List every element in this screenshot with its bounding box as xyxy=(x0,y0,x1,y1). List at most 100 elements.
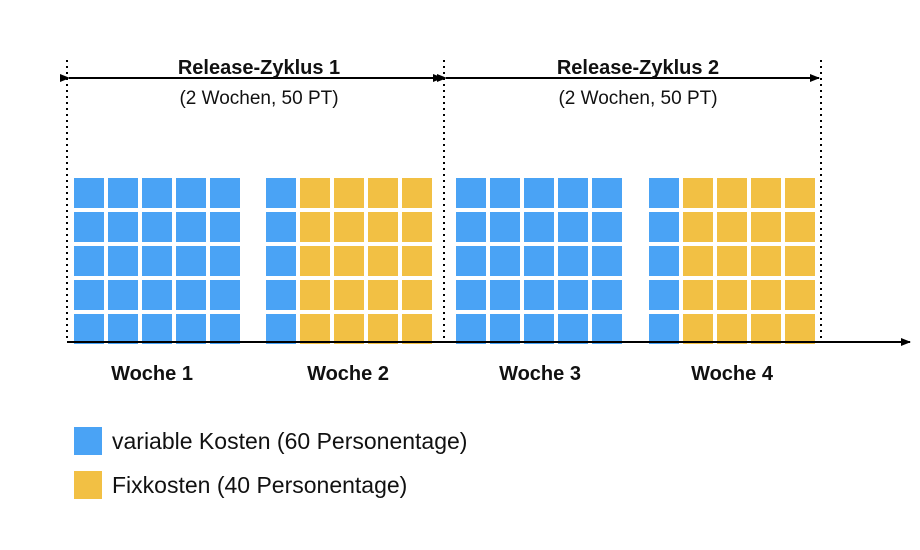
fixed-cost-cell xyxy=(402,212,432,242)
fixed-cost-cell xyxy=(402,314,432,344)
variable-cost-cell xyxy=(176,280,206,310)
fixed-cost-cell xyxy=(368,178,398,208)
variable-cost-cell xyxy=(74,212,104,242)
variable-cost-cell xyxy=(490,280,520,310)
variable-cost-cell xyxy=(592,314,622,344)
variable-cost-cell xyxy=(74,314,104,344)
variable-cost-cell xyxy=(266,280,296,310)
cycle-1-title: Release-Zyklus 1 xyxy=(178,57,340,79)
fixed-cost-cell xyxy=(368,246,398,276)
variable-cost-cell xyxy=(210,212,240,242)
legend-label-variable: variable Kosten (60 Personentage) xyxy=(112,428,467,454)
week-grids xyxy=(74,178,815,344)
variable-cost-cell xyxy=(108,246,138,276)
variable-cost-cell xyxy=(210,246,240,276)
fixed-cost-cell xyxy=(334,280,364,310)
week-1-label: Woche 1 xyxy=(111,363,193,385)
variable-cost-cell xyxy=(649,178,679,208)
fixed-cost-cell xyxy=(785,280,815,310)
variable-cost-cell xyxy=(649,280,679,310)
variable-cost-cell xyxy=(592,212,622,242)
variable-cost-cell xyxy=(210,280,240,310)
fixed-cost-cell xyxy=(402,246,432,276)
fixed-cost-cell xyxy=(300,246,330,276)
variable-cost-cell xyxy=(558,314,588,344)
variable-cost-cell xyxy=(74,178,104,208)
fixed-cost-cell xyxy=(368,212,398,242)
variable-cost-cell xyxy=(456,280,486,310)
fixed-cost-cell xyxy=(683,212,713,242)
variable-cost-cell xyxy=(592,280,622,310)
variable-cost-cell xyxy=(142,246,172,276)
legend-swatch-variable xyxy=(74,427,102,455)
fixed-cost-cell xyxy=(300,178,330,208)
variable-cost-cell xyxy=(649,314,679,344)
variable-cost-cell xyxy=(592,178,622,208)
variable-cost-cell xyxy=(266,212,296,242)
variable-cost-cell xyxy=(142,212,172,242)
variable-cost-cell xyxy=(490,178,520,208)
fixed-cost-cell xyxy=(751,246,781,276)
fixed-cost-cell xyxy=(751,212,781,242)
cycle-2-subtitle: (2 Wochen, 50 PT) xyxy=(558,88,717,109)
variable-cost-cell xyxy=(456,212,486,242)
fixed-cost-cell xyxy=(368,280,398,310)
variable-cost-cell xyxy=(176,246,206,276)
fixed-cost-cell xyxy=(334,212,364,242)
variable-cost-cell xyxy=(210,314,240,344)
fixed-cost-cell xyxy=(717,246,747,276)
week-3-label: Woche 3 xyxy=(499,363,581,385)
fixed-cost-cell xyxy=(751,280,781,310)
variable-cost-cell xyxy=(108,280,138,310)
fixed-cost-cell xyxy=(683,280,713,310)
fixed-cost-cell xyxy=(334,178,364,208)
legend-label-fixed: Fixkosten (40 Personentage) xyxy=(112,472,407,498)
variable-cost-cell xyxy=(108,212,138,242)
variable-cost-cell xyxy=(592,246,622,276)
fixed-cost-cell xyxy=(785,178,815,208)
cycle-1-subtitle: (2 Wochen, 50 PT) xyxy=(179,88,338,109)
variable-cost-cell xyxy=(456,178,486,208)
fixed-cost-cell xyxy=(683,314,713,344)
fixed-cost-cell xyxy=(300,280,330,310)
fixed-cost-cell xyxy=(717,314,747,344)
fixed-cost-cell xyxy=(785,212,815,242)
fixed-cost-cell xyxy=(717,280,747,310)
legend-swatch-fixed xyxy=(74,471,102,499)
fixed-cost-cell xyxy=(300,314,330,344)
variable-cost-cell xyxy=(456,314,486,344)
fixed-cost-cell xyxy=(683,246,713,276)
variable-cost-cell xyxy=(558,178,588,208)
variable-cost-cell xyxy=(142,314,172,344)
variable-cost-cell xyxy=(456,246,486,276)
variable-cost-cell xyxy=(649,246,679,276)
fixed-cost-cell xyxy=(300,212,330,242)
variable-cost-cell xyxy=(524,314,554,344)
fixed-cost-cell xyxy=(368,314,398,344)
week-2-label: Woche 2 xyxy=(307,363,389,385)
variable-cost-cell xyxy=(108,178,138,208)
cycle-2-title: Release-Zyklus 2 xyxy=(557,57,719,79)
variable-cost-cell xyxy=(524,280,554,310)
variable-cost-cell xyxy=(266,314,296,344)
variable-cost-cell xyxy=(266,178,296,208)
variable-cost-cell xyxy=(490,246,520,276)
variable-cost-cell xyxy=(142,178,172,208)
variable-cost-cell xyxy=(266,246,296,276)
fixed-cost-cell xyxy=(785,314,815,344)
week-4-label: Woche 4 xyxy=(691,363,774,385)
variable-cost-cell xyxy=(210,178,240,208)
variable-cost-cell xyxy=(524,178,554,208)
variable-cost-cell xyxy=(74,280,104,310)
fixed-cost-cell xyxy=(402,280,432,310)
variable-cost-cell xyxy=(558,246,588,276)
fixed-cost-cell xyxy=(334,314,364,344)
variable-cost-cell xyxy=(490,212,520,242)
variable-cost-cell xyxy=(176,314,206,344)
variable-cost-cell xyxy=(176,178,206,208)
fixed-cost-cell xyxy=(751,178,781,208)
variable-cost-cell xyxy=(176,212,206,242)
variable-cost-cell xyxy=(649,212,679,242)
